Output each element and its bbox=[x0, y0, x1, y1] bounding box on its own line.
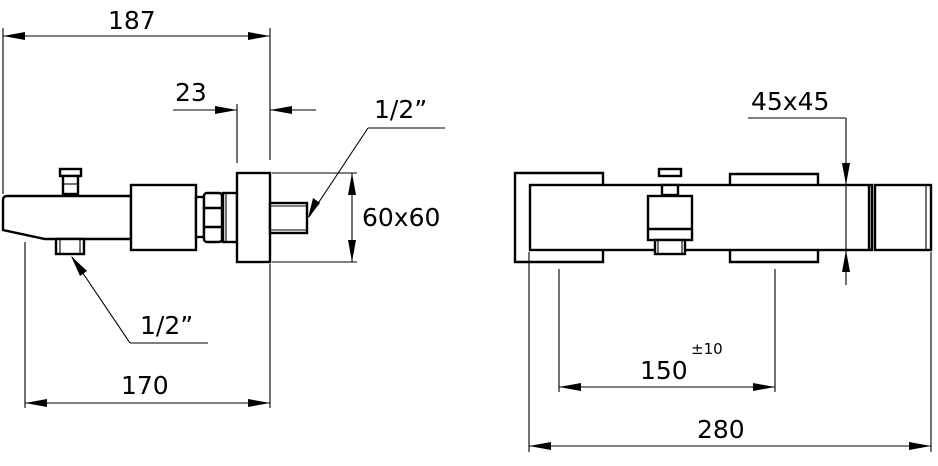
dimension-spout-projection: 170 bbox=[24, 242, 271, 408]
dim-45x45-label: 45x45 bbox=[751, 87, 829, 116]
bottom-outlet bbox=[653, 238, 687, 256]
side-view: 187 23 bbox=[1, 6, 445, 408]
end-cap-handle bbox=[873, 183, 933, 252]
dimension-centers: 150 ±10 bbox=[558, 269, 776, 392]
dim-150-tolerance: ±10 bbox=[691, 340, 723, 358]
leader-inlet-thread: 1/2” bbox=[308, 95, 445, 218]
front-view: 45x45 150 ±10 280 bbox=[513, 87, 933, 452]
mixer-body bbox=[528, 183, 874, 252]
nut-ring bbox=[221, 191, 239, 244]
dim-280-label: 280 bbox=[697, 415, 745, 444]
dim-inlet-thread-label: 1/2” bbox=[374, 95, 427, 124]
spout-body bbox=[1, 194, 133, 241]
dimension-overall-width: 280 bbox=[528, 252, 932, 452]
diverter-knob-stem bbox=[61, 174, 80, 196]
valve-body-block bbox=[129, 183, 198, 252]
center-knob-cap bbox=[657, 167, 683, 178]
dimension-overall-length: 187 bbox=[2, 6, 271, 194]
dim-60x60-label: 60x60 bbox=[362, 203, 440, 232]
center-knob-stem bbox=[660, 183, 680, 197]
dimension-flange-depth: 23 bbox=[173, 78, 316, 163]
right-bracket-bottom bbox=[728, 250, 820, 264]
hex-nut bbox=[202, 191, 224, 244]
diverter-valve-block bbox=[646, 194, 694, 242]
leader-outlet-thread: 1/2” bbox=[71, 256, 208, 344]
dimension-body-section: 45x45 bbox=[748, 87, 850, 285]
outlet-connector bbox=[54, 237, 86, 256]
dim-170-label: 170 bbox=[121, 371, 169, 400]
dimension-flange-size: 60x60 bbox=[272, 172, 440, 263]
dim-187-label: 187 bbox=[108, 6, 156, 35]
dim-outlet-thread-label: 1/2” bbox=[140, 311, 193, 340]
right-bracket-top bbox=[728, 172, 820, 185]
dim-23-label: 23 bbox=[175, 78, 207, 107]
inlet-pipe bbox=[268, 201, 309, 235]
wall-flange bbox=[235, 171, 272, 264]
left-bracket bbox=[513, 171, 605, 264]
dim-150-label: 150 bbox=[640, 356, 688, 385]
